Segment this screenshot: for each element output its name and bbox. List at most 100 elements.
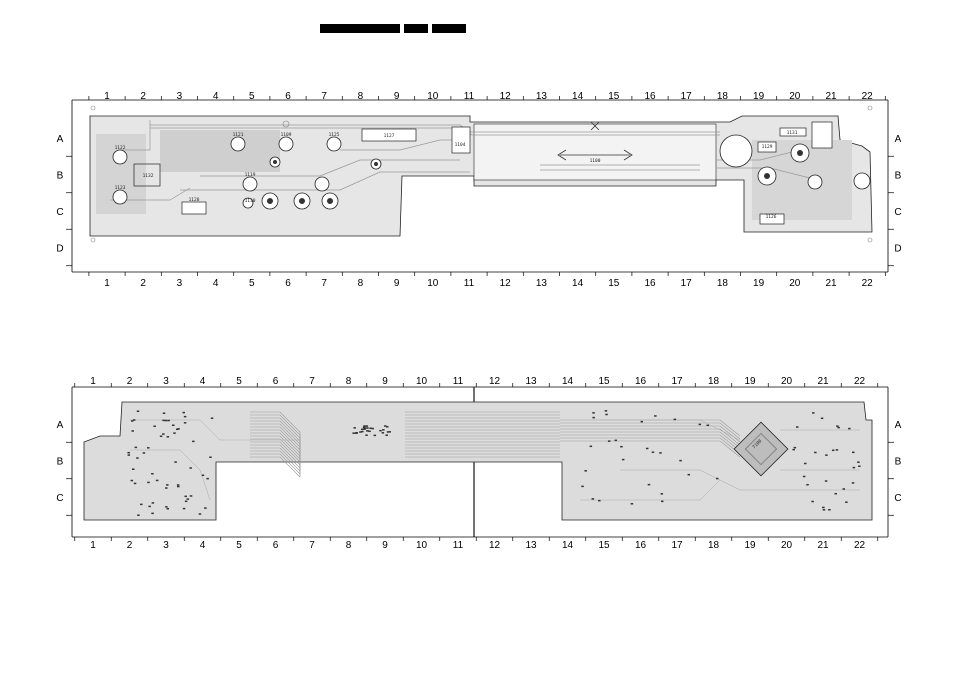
- col-label-bottom-16: 16: [635, 540, 647, 551]
- col-label-bottom-3: 3: [177, 278, 183, 289]
- component-ref-1100: 1100: [590, 158, 601, 164]
- row-label-left-C: C: [56, 493, 63, 504]
- col-label-bottom-11: 11: [464, 278, 475, 289]
- col-label-bottom-22: 22: [854, 540, 866, 551]
- col-label-top-21: 21: [817, 376, 829, 387]
- col-label-top-7: 7: [309, 376, 315, 387]
- row-label-left-B: B: [57, 171, 64, 182]
- col-label-bottom-19: 19: [744, 540, 756, 551]
- bottom-board: 7100: [83, 401, 873, 521]
- col-label-top-2: 2: [127, 376, 133, 387]
- top-frame: [71, 99, 889, 273]
- col-label-top-18: 18: [717, 91, 729, 102]
- col-label-top-11: 11: [453, 376, 464, 387]
- col-label-top-9: 9: [382, 376, 388, 387]
- col-label-bottom-15: 15: [598, 540, 610, 551]
- row-label-left-B: B: [57, 457, 64, 468]
- col-label-top-1: 1: [104, 91, 110, 102]
- col-label-top-5: 5: [249, 91, 255, 102]
- component-ref-1119: 1119: [245, 172, 256, 178]
- row-label-left-C: C: [56, 207, 63, 218]
- component-ref-1127: 1127: [384, 133, 395, 139]
- header-bar-1: [320, 24, 400, 33]
- col-label-top-11: 11: [464, 91, 475, 102]
- col-label-top-6: 6: [273, 376, 279, 387]
- col-label-bottom-20: 20: [789, 278, 801, 289]
- col-label-top-2: 2: [140, 91, 146, 102]
- col-label-top-6: 6: [285, 91, 291, 102]
- col-label-bottom-9: 9: [382, 540, 388, 551]
- component-ref-1121: 1121: [233, 132, 244, 138]
- row-label-right-A: A: [895, 420, 902, 431]
- row-label-left-A: A: [57, 420, 64, 431]
- col-label-top-20: 20: [789, 91, 801, 102]
- col-label-bottom-3: 3: [163, 540, 169, 551]
- col-label-bottom-17: 17: [671, 540, 683, 551]
- col-label-top-14: 14: [572, 91, 584, 102]
- component-ref-1125: 1125: [329, 132, 340, 138]
- col-label-bottom-13: 13: [536, 278, 548, 289]
- col-label-top-21: 21: [825, 91, 837, 102]
- col-label-top-17: 17: [671, 376, 683, 387]
- component-ref-1123: 1123: [115, 185, 126, 191]
- col-label-top-15: 15: [608, 91, 620, 102]
- col-label-bottom-9: 9: [394, 278, 400, 289]
- col-label-bottom-21: 21: [817, 540, 829, 551]
- col-label-bottom-14: 14: [572, 278, 584, 289]
- col-label-bottom-2: 2: [140, 278, 146, 289]
- col-label-top-12: 12: [489, 376, 501, 387]
- col-label-top-16: 16: [644, 91, 656, 102]
- top-board: 1122 1123 1132 1128 1121 1109 1119 1130 1125 1127…: [89, 105, 873, 243]
- col-label-bottom-19: 19: [753, 278, 765, 289]
- col-label-bottom-14: 14: [562, 540, 574, 551]
- component-ref-1129: 1129: [762, 144, 773, 150]
- row-label-right-C: C: [894, 207, 901, 218]
- col-label-top-12: 12: [500, 91, 512, 102]
- col-label-bottom-6: 6: [285, 278, 291, 289]
- col-label-bottom-22: 22: [862, 278, 874, 289]
- col-label-bottom-10: 10: [427, 278, 439, 289]
- col-label-bottom-18: 18: [708, 540, 720, 551]
- col-label-top-5: 5: [236, 376, 242, 387]
- col-label-bottom-2: 2: [127, 540, 133, 551]
- col-label-top-1: 1: [90, 376, 96, 387]
- component-ref-1130: 1130: [245, 198, 256, 204]
- top-column-ticks: 1122334455667788991010111112121313141415…: [88, 91, 886, 289]
- col-label-bottom-12: 12: [489, 540, 501, 551]
- col-label-top-19: 19: [744, 376, 756, 387]
- component-ref-1109: 1109: [281, 132, 292, 138]
- col-label-top-16: 16: [635, 376, 647, 387]
- col-label-top-15: 15: [598, 376, 610, 387]
- col-label-top-17: 17: [681, 91, 693, 102]
- col-label-top-4: 4: [200, 376, 206, 387]
- row-label-left-D: D: [56, 244, 63, 255]
- col-label-bottom-6: 6: [273, 540, 279, 551]
- component-ref-1128: 1128: [189, 197, 200, 203]
- col-label-bottom-7: 7: [309, 540, 315, 551]
- bottom-column-ticks: 1122334455667788991010111112121313141415…: [74, 376, 879, 551]
- col-label-top-8: 8: [358, 91, 364, 102]
- row-label-right-B: B: [895, 171, 902, 182]
- col-label-bottom-21: 21: [825, 278, 837, 289]
- col-label-bottom-20: 20: [781, 540, 793, 551]
- col-label-bottom-12: 12: [500, 278, 512, 289]
- col-label-top-10: 10: [427, 91, 439, 102]
- col-label-top-13: 13: [525, 376, 537, 387]
- component-ref-1132: 1132: [143, 173, 154, 179]
- col-label-bottom-18: 18: [717, 278, 729, 289]
- col-label-top-19: 19: [753, 91, 765, 102]
- row-label-right-B: B: [895, 457, 902, 468]
- component-ref-1126: 1126: [766, 214, 777, 220]
- row-label-right-D: D: [894, 244, 901, 255]
- col-label-top-7: 7: [321, 91, 327, 102]
- col-label-bottom-1: 1: [104, 278, 110, 289]
- col-label-bottom-1: 1: [90, 540, 96, 551]
- col-label-bottom-5: 5: [236, 540, 242, 551]
- row-label-right-A: A: [895, 134, 902, 145]
- col-label-bottom-8: 8: [358, 278, 364, 289]
- col-label-bottom-17: 17: [681, 278, 693, 289]
- component-ref-1122: 1122: [115, 145, 126, 151]
- col-label-bottom-5: 5: [249, 278, 255, 289]
